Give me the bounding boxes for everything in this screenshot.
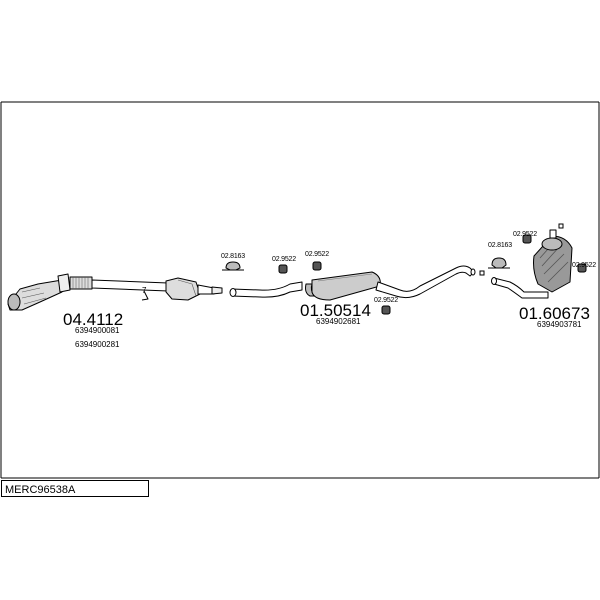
- connector-mark: 7: [142, 286, 147, 295]
- oem-number-front-1: 6394900081: [75, 326, 120, 335]
- fitting-code-hanger-a2: 02.9522: [305, 251, 329, 258]
- fitting-code-clamp-a: 02.8163: [221, 253, 245, 260]
- rear-pipe-assembly: [491, 229, 573, 299]
- clamp-icon-a: [222, 261, 244, 271]
- oem-number-rear: 6394903781: [537, 320, 582, 329]
- section-code-middle: 01.50514: [300, 301, 371, 320]
- fitting-code-hanger-b2: 02.9522: [572, 262, 596, 269]
- model-code-box: MERC96538A: [1, 480, 149, 497]
- hanger-icon-a1: [278, 264, 288, 274]
- clamp-icon-b: [488, 257, 510, 269]
- section-code-rear: 01.60673: [519, 304, 590, 323]
- fitting-code-clamp-b: 02.8163: [488, 242, 512, 249]
- small-square-marker: [479, 223, 564, 276]
- hanger-icon-b2: [577, 263, 587, 273]
- oem-number-front-2: 6394900281: [75, 340, 120, 349]
- hanger-icon-b1: [522, 234, 532, 244]
- fitting-code-hanger-a1: 02.9522: [272, 256, 296, 263]
- section-code-front: 04.4112: [63, 310, 124, 329]
- front-pipe-assembly: [7, 273, 223, 311]
- fitting-code-hanger-a3: 02.9522: [374, 297, 398, 304]
- hanger-icon-a3: [381, 305, 391, 315]
- middle-pipe-assembly: [229, 265, 476, 301]
- hanger-icon-a2: [312, 261, 322, 271]
- oem-number-middle: 6394902681: [316, 317, 361, 326]
- model-code: MERC96538A: [5, 484, 76, 496]
- fitting-code-hanger-b1: 02.9522: [513, 231, 537, 238]
